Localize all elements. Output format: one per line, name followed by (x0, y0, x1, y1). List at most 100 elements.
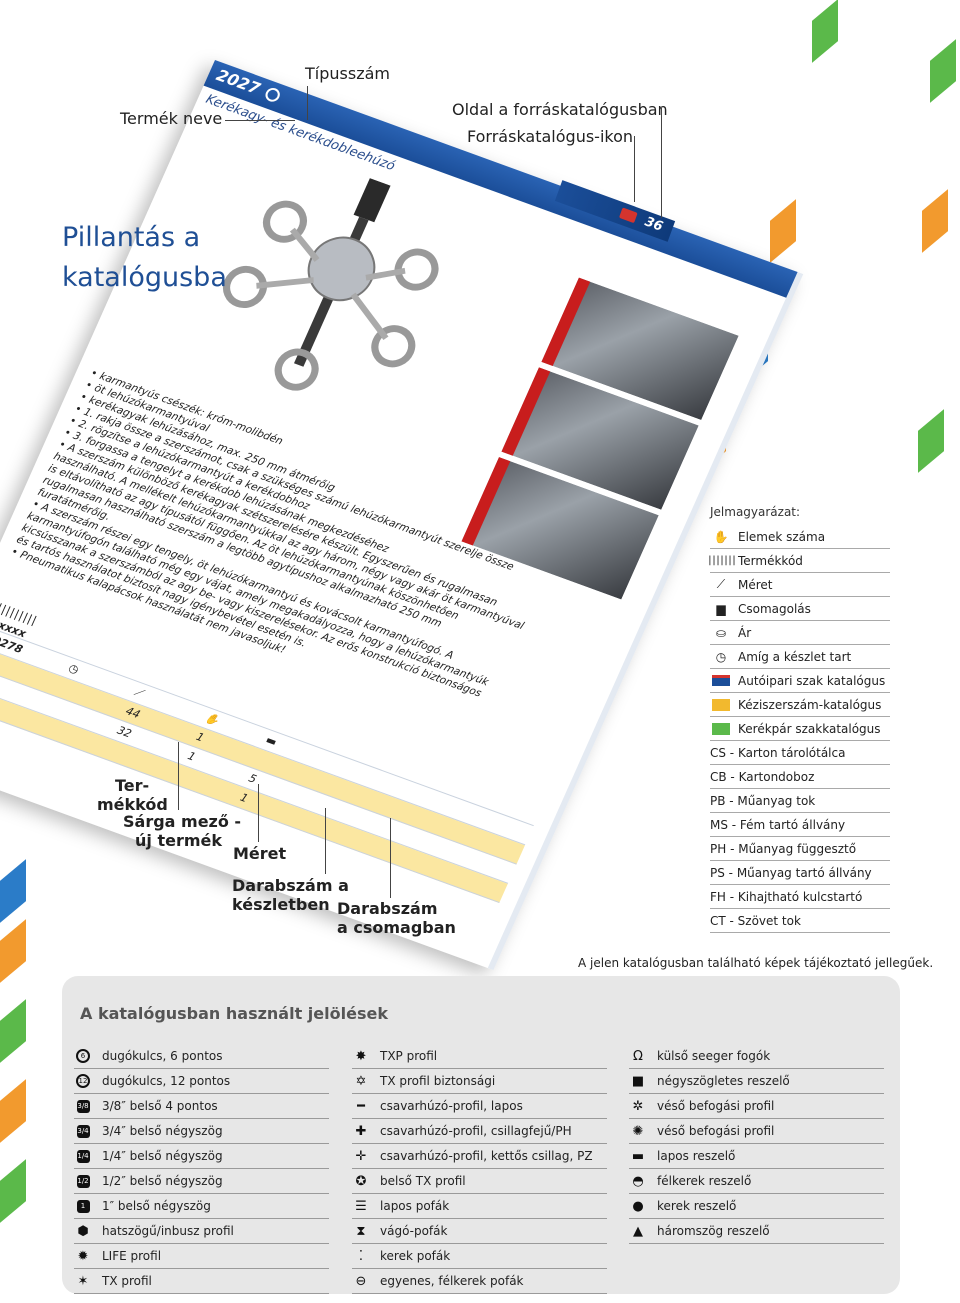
legend-item: ◷Amíg a készlet tart (710, 645, 890, 669)
square-3-4-icon: 3/4 (74, 1123, 92, 1139)
symbol-label: LIFE profil (102, 1249, 162, 1263)
pack-value: 5 (246, 771, 259, 786)
edge-tab-blue (0, 859, 26, 923)
symbol-row: ━ csavarhúzó-profil, lapos (352, 1094, 607, 1119)
symbol-row: ✛csavarhúzó-profil, kettős csillag, PZ (352, 1144, 607, 1169)
stock-value: 1 (185, 749, 198, 764)
bike-catalog-icon (710, 722, 732, 736)
symbol-row: ✸ TXP profil (352, 1044, 607, 1069)
legend-label: Autóipari szak katalógus (738, 673, 886, 688)
symbol-row: 1 1″ belső négyszög (74, 1194, 329, 1219)
callout-line: készletben (232, 895, 330, 914)
hand-icon: ✋ (202, 710, 221, 728)
square-3-4-mark: 3/4 (76, 1124, 90, 1138)
symbol-row: ✺ véső befogási profil (629, 1119, 884, 1144)
legend-item: Kerékpár szakkatalógus (710, 717, 890, 741)
symbols-title: A katalógusban használt jelölések (80, 1004, 388, 1023)
callout-line: a csomagban (337, 918, 456, 937)
straight-halfround-jaws-icon: ⊖ (355, 1273, 367, 1289)
page-title-line: katalógusba (62, 262, 227, 293)
symbol-row: 1/2 1/2″ belső négyszög (74, 1169, 329, 1194)
type-number: 2027 (213, 65, 264, 99)
symbol-label: véső befogási profil (657, 1124, 775, 1138)
symbol-label: félkerek reszelő (657, 1174, 752, 1188)
symbol-label: külső seeger fogók (657, 1049, 771, 1063)
symbol-label: 3/8″ belső 4 pontos (102, 1099, 218, 1113)
edge-tab-orange (0, 1079, 26, 1143)
legend-label: Termékkód (738, 553, 803, 568)
symbol-label: TXP profil (380, 1049, 438, 1063)
callout-line: mékkód (97, 795, 168, 814)
callout-termek-neve: Termék neve (120, 109, 223, 128)
legend-item: Kéziszerszám-katalógus (710, 693, 890, 717)
txp-profile-icon: ✸ (355, 1048, 367, 1064)
package-icon: ▆ (716, 601, 726, 616)
symbol-row: ✲ véső befogási profil (629, 1094, 884, 1119)
symbol-label: lapos pofák (380, 1199, 450, 1213)
symbol-row: ✹LIFE profil (74, 1244, 329, 1269)
callout-termekkod: Ter- mékkód (97, 776, 168, 814)
chisel-holder-icon: ✲ (632, 1098, 644, 1114)
symbol-label: belső TX profil (380, 1174, 466, 1188)
callout-line: Darabszám (337, 899, 438, 918)
symbol-label: kerek pofák (380, 1249, 451, 1263)
leader-line (634, 136, 635, 202)
legend-item: |||||||Termékkód (707, 549, 890, 573)
legend-item: ⟋Méret (710, 573, 890, 597)
legend-label: PH - Műanyag függesztő (710, 841, 857, 856)
symbol-label: kerek reszelő (657, 1199, 737, 1213)
legend: Jelmagyarázat: ✋Elemek száma |||||||Term… (707, 505, 890, 933)
car-catalog-icon (710, 674, 732, 688)
callout-sarga-mezo: Sárga mező - új termék (123, 812, 241, 850)
callout-keszlet: Darabszám a készletben (232, 876, 349, 914)
edge-tab-green (918, 409, 944, 473)
legend-heading: Jelmagyarázat: (710, 505, 801, 519)
tx-profile-icon: ✶ (77, 1273, 89, 1289)
square-3-8-mark: 3/8 (76, 1099, 90, 1113)
legend-label: MS - Fém tartó állvány (710, 817, 846, 832)
symbol-label: lapos reszelő (657, 1149, 736, 1163)
callout-tipusszam: Típusszám (305, 64, 390, 83)
legend-label: Amíg a készlet tart (738, 649, 852, 664)
page-title: Pillantás a katalógusba (62, 218, 227, 298)
square-file-icon: ■ (631, 1073, 645, 1089)
edge-tab-green (0, 1159, 26, 1223)
size-value: 44 (123, 704, 143, 722)
inner-tx-icon: ✪ (355, 1173, 367, 1189)
symbol-label: vágó-pofák (380, 1224, 448, 1238)
socket-12pt-mark: 12 (76, 1074, 90, 1088)
square-1-2-icon: 1/2 (74, 1173, 92, 1189)
symbol-label: négyszögletes reszelő (657, 1074, 790, 1088)
chisel-holder-2-icon: ✺ (632, 1123, 644, 1139)
symbol-row: ●kerek reszelő (629, 1194, 884, 1219)
cutting-jaws-icon: ⧗ (356, 1223, 366, 1239)
puller-tool-image (222, 178, 439, 391)
round-jaws-icon: ⁚ (358, 1248, 364, 1264)
callout-oldal: Oldal a forráskatalógusban (452, 100, 668, 119)
legend-label: Kéziszerszám-katalógus (738, 697, 882, 712)
tools-catalog-icon (710, 698, 732, 712)
legend-label: Ár (738, 625, 752, 640)
symbol-label: 1/4″ belső négyszög (102, 1149, 223, 1163)
socket-12pt-icon: 12 (74, 1073, 92, 1089)
legend-item: PH - Műanyag függesztő (710, 837, 890, 861)
symbol-label: csavarhúzó-profil, lapos (380, 1099, 523, 1113)
symbol-label: véső befogási profil (657, 1099, 775, 1113)
flat-jaws-icon: ☰ (355, 1198, 367, 1214)
legend-item: ▆Csomagolás (710, 597, 890, 621)
leader-line (661, 108, 662, 218)
flat-screwdriver-icon: ━ (357, 1098, 365, 1114)
pozidriv-icon: ✛ (355, 1148, 367, 1164)
symbol-row: ✪ belső TX profil (352, 1169, 607, 1194)
triangle-file-icon: ▲ (633, 1223, 643, 1239)
legend-label: Méret (738, 577, 773, 592)
external-circlip-icon: Ω (633, 1048, 643, 1064)
legend-label: Elemek száma (738, 529, 826, 544)
half-round-file-icon: ◓ (632, 1173, 644, 1189)
callout-line: Ter- (115, 776, 150, 795)
symbol-label: hatszögű/inbusz profil (102, 1224, 234, 1238)
clock-icon: ◷ (66, 661, 81, 677)
symbol-label: 1/2″ belső négyszög (102, 1174, 223, 1188)
